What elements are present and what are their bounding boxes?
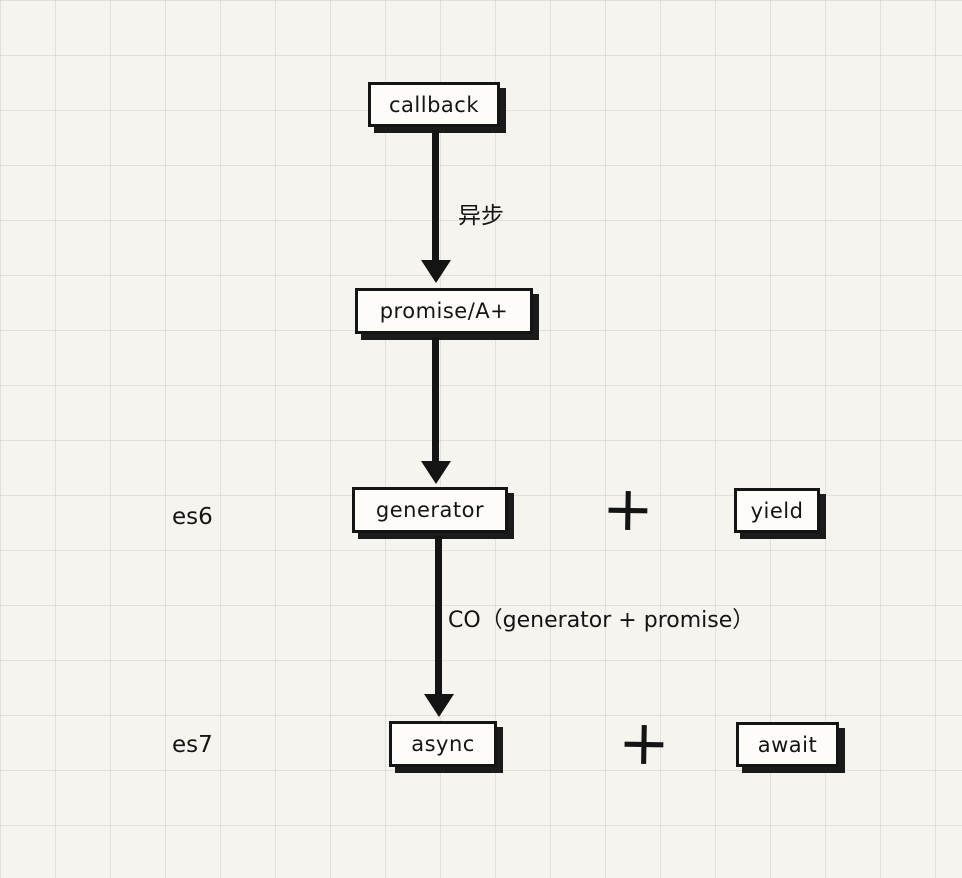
node-async: async [389,721,497,767]
arrow-shaft [432,130,439,261]
node-generator: generator [352,487,508,533]
plus-icon: + [601,471,655,546]
plus-icon: + [617,705,671,780]
arrow-head-icon [420,260,451,283]
arrow-generator-to-async [423,536,454,717]
arrow-promise-to-generator [420,337,451,484]
node-yield: yield [734,488,820,533]
edge-label-async-chinese: 异步 [458,203,504,229]
arrow-shaft [432,337,439,462]
node-await: await [736,722,839,767]
arrow-callback-to-promise [420,130,451,283]
node-promise-a-plus: promise/A+ [355,288,533,334]
edge-label-co-generator-promise: CO（generator + promise） [448,608,755,633]
arrow-head-icon [423,694,454,717]
row-label-es6: es6 [172,504,213,530]
node-callback: callback [368,82,500,127]
arrow-head-icon [420,461,451,484]
arrow-shaft [435,536,442,695]
row-label-es7: es7 [172,732,213,758]
